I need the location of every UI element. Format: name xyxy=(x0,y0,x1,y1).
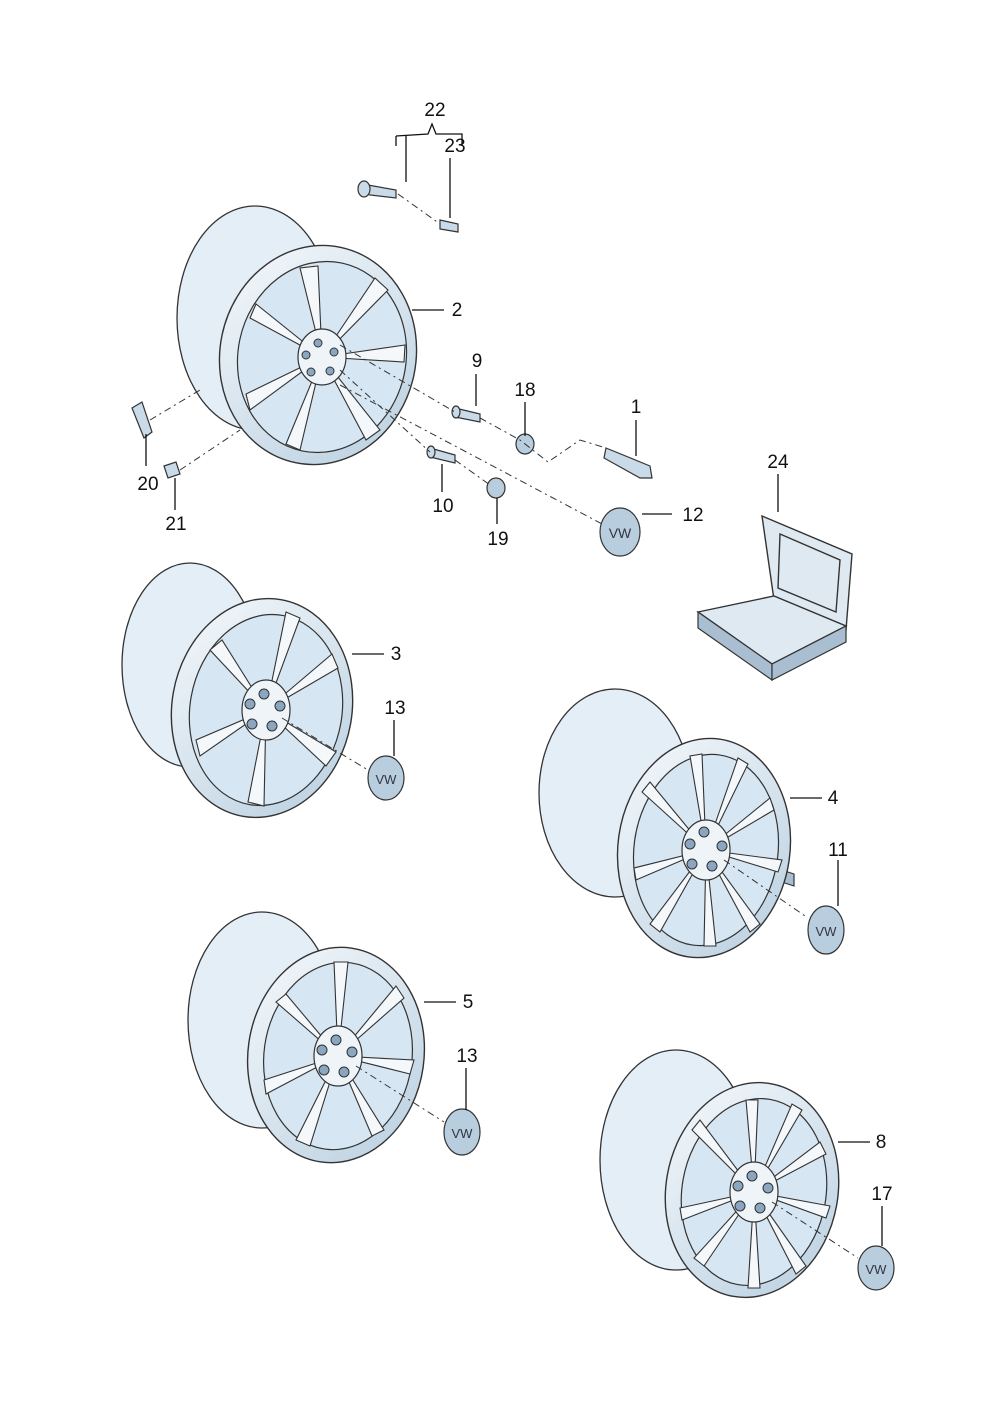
balance-weights xyxy=(131,401,181,479)
bolts-and-caps xyxy=(426,405,535,499)
callout-18: 18 xyxy=(514,380,535,401)
callout-12: 12 xyxy=(682,505,703,526)
callout-2: 2 xyxy=(452,300,463,321)
center-cap-17: VW xyxy=(771,1201,895,1291)
callout-4: 4 xyxy=(828,788,839,809)
center-cap-13a: VW xyxy=(281,717,405,801)
center-cap-13b: VW xyxy=(355,1065,481,1156)
wheel-3 xyxy=(121,562,354,819)
wheel-8 xyxy=(599,1049,840,1299)
wheel-2 xyxy=(176,205,418,466)
callout-10: 10 xyxy=(432,496,453,517)
wheel-5 xyxy=(187,911,426,1164)
center-cap-11: VW xyxy=(723,859,845,955)
vw-logo-icon: VW xyxy=(866,1262,888,1277)
callout-labels: 22 23 2 9 18 1 20 21 10 19 12 24 3 13 4 … xyxy=(137,100,892,1205)
callout-8: 8 xyxy=(876,1132,887,1153)
callout-3: 3 xyxy=(391,644,402,665)
callout-20: 20 xyxy=(137,474,158,495)
tool-case-24 xyxy=(696,514,853,887)
center-cap-12: VW xyxy=(599,507,641,557)
leader-lines xyxy=(145,122,883,1246)
callout-17: 17 xyxy=(871,1184,892,1205)
wheel-4 xyxy=(538,688,792,959)
vw-logo-icon: VW xyxy=(376,772,398,787)
callout-11: 11 xyxy=(828,840,848,861)
removal-tool xyxy=(603,447,653,479)
vw-logo-icon: VW xyxy=(816,924,838,939)
callout-9: 9 xyxy=(472,351,483,372)
callout-21: 21 xyxy=(165,514,186,535)
valve-parts xyxy=(357,180,459,233)
callout-13a: 13 xyxy=(384,698,405,719)
callout-23: 23 xyxy=(444,136,465,157)
callout-19: 19 xyxy=(487,529,508,550)
callout-13b: 13 xyxy=(456,1046,477,1067)
vw-logo-icon: VW xyxy=(452,1126,474,1141)
callout-24: 24 xyxy=(767,452,789,473)
vw-logo-icon: VW xyxy=(609,525,632,541)
assembly-lines-top xyxy=(149,193,607,526)
callout-5: 5 xyxy=(463,992,474,1013)
callout-22: 22 xyxy=(424,100,445,121)
callout-1: 1 xyxy=(631,397,642,418)
